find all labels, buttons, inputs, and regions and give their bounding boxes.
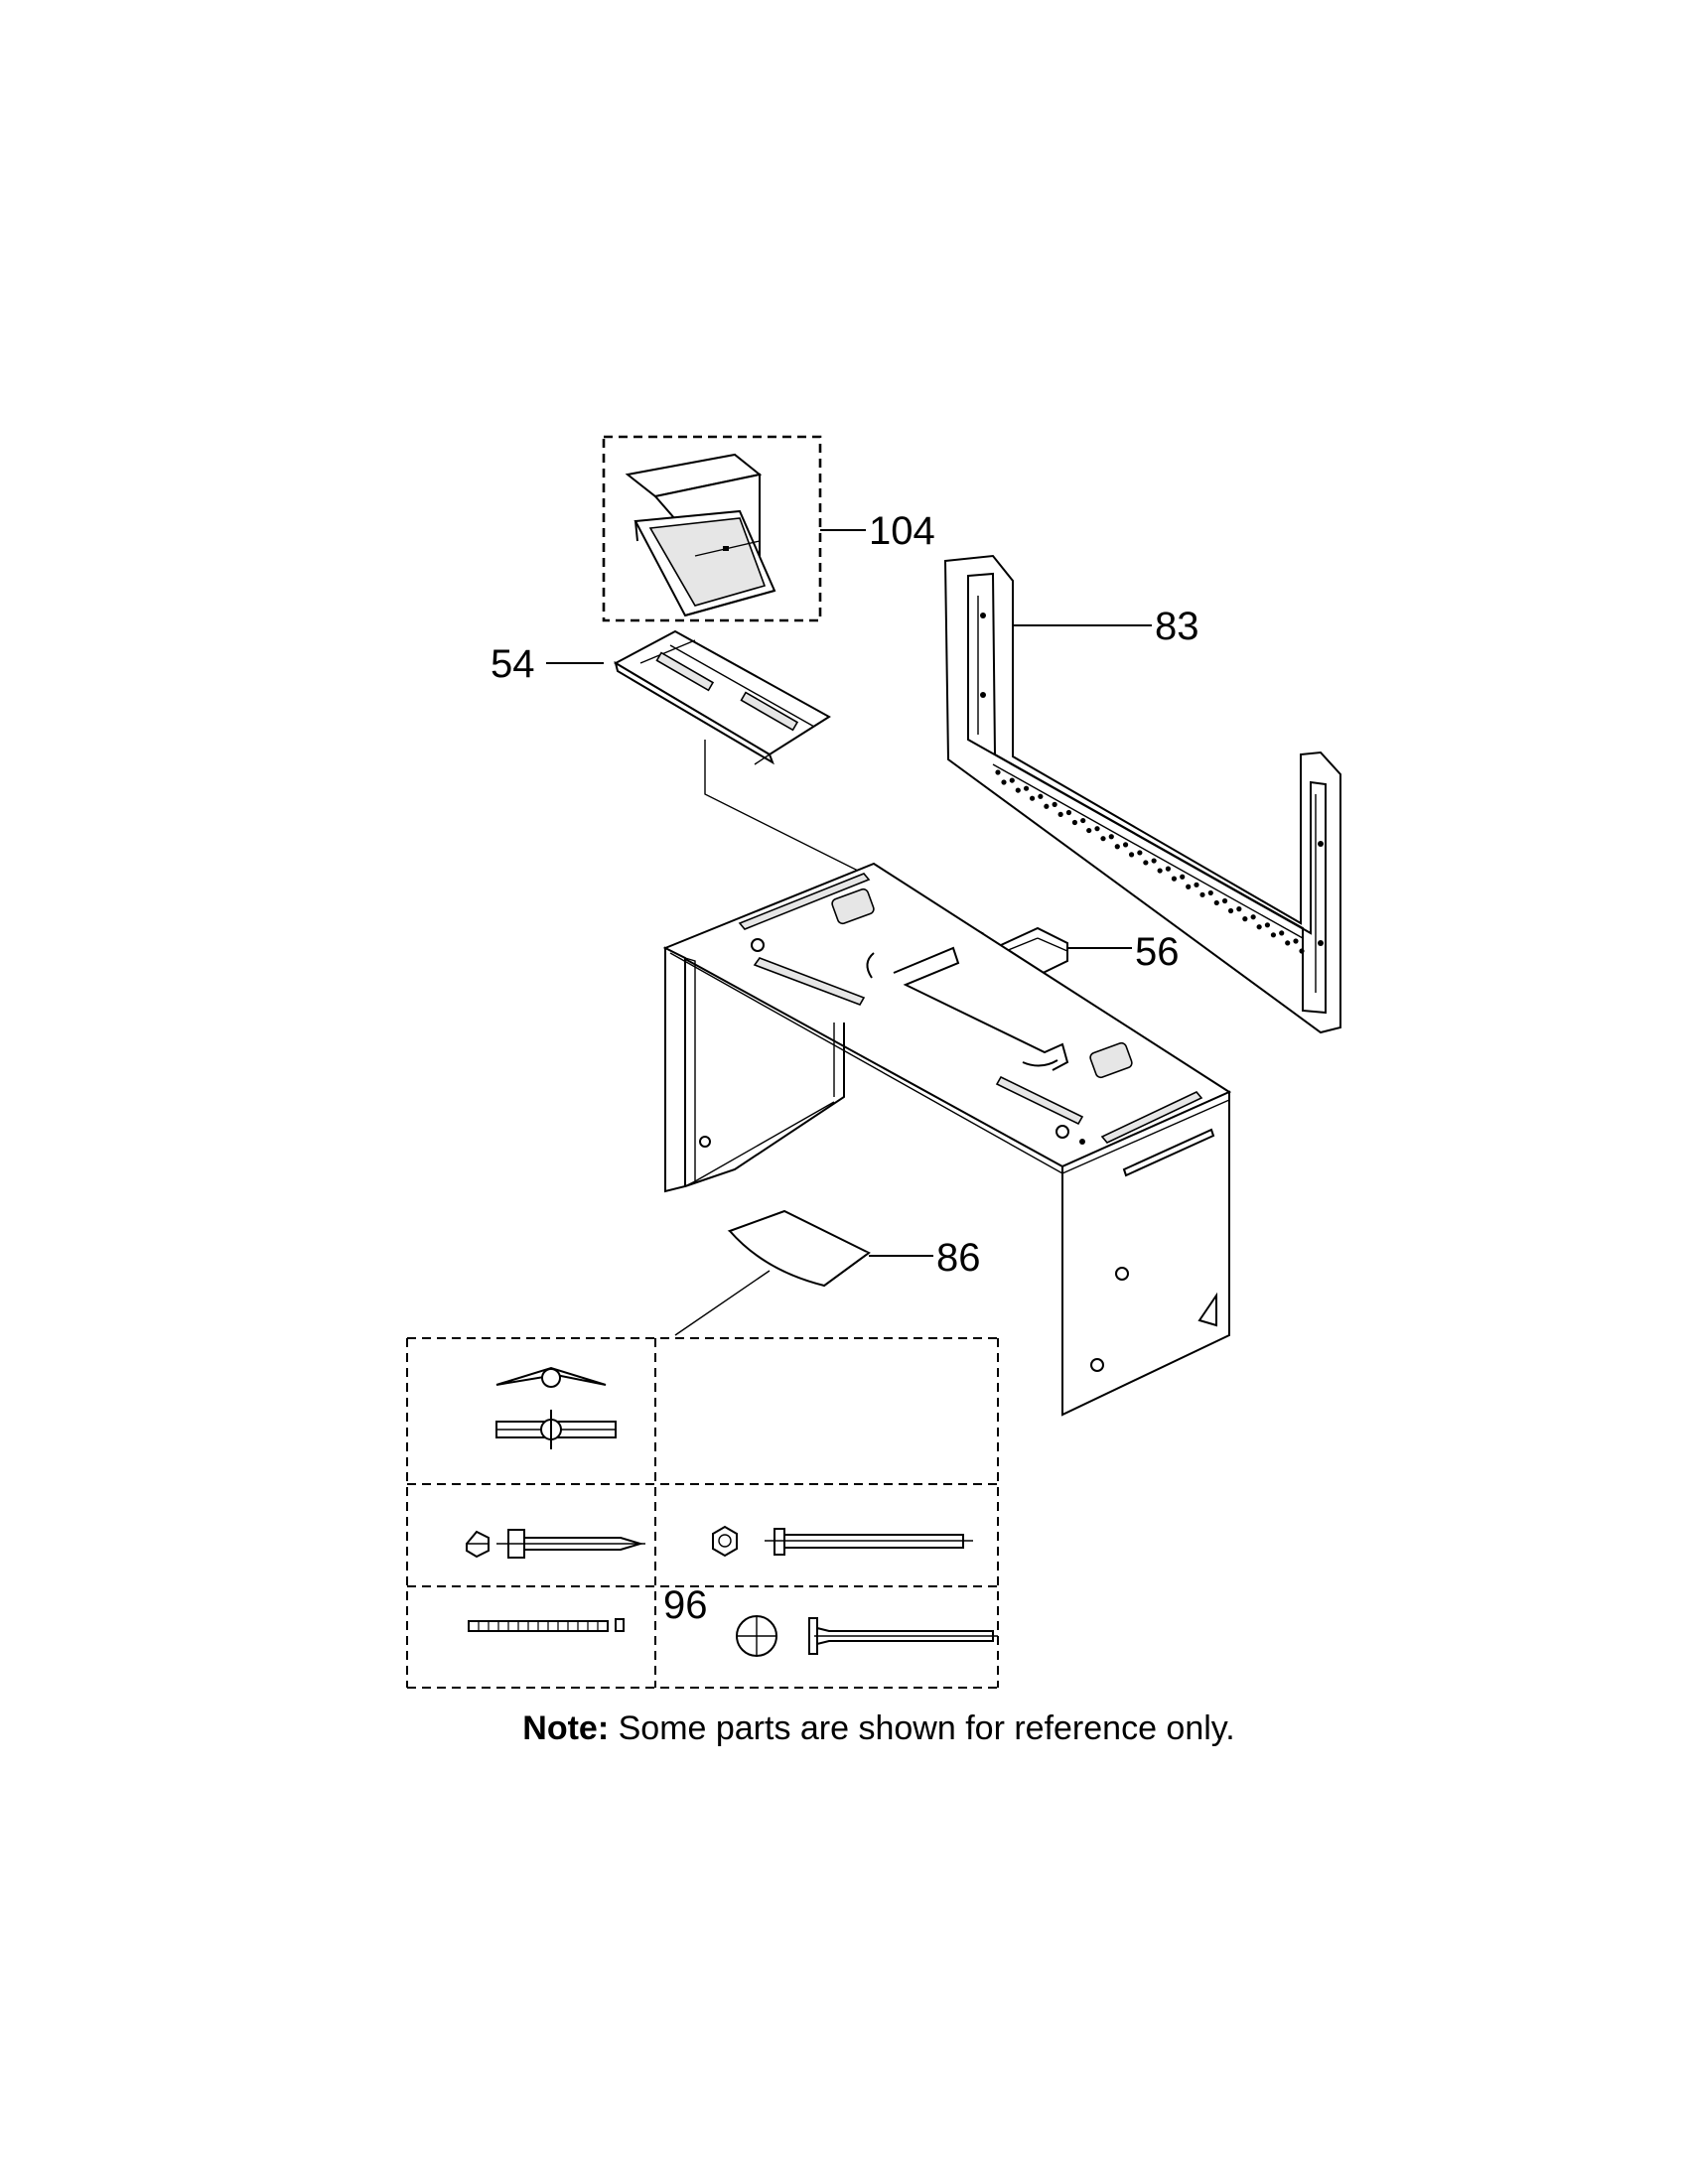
frame-83-holes [995,769,1305,954]
frame-hole [1242,916,1248,922]
frame-hole [1052,801,1057,807]
note-text: Some parts are shown for reference only. [609,1709,1235,1747]
part-83-front-frame [943,554,1341,1034]
part-96-pin [736,1615,998,1657]
frame-hole [1299,948,1305,954]
callout-83: 83 [1155,605,1199,648]
frame-hole [995,769,1001,775]
part-54-bracket [613,629,831,765]
frame-hole [1114,844,1120,850]
frame-hole [1293,938,1299,944]
frame-hole [1044,803,1050,809]
frame-hole [1194,882,1199,887]
frame-hole [1213,899,1219,906]
callout-56: 56 [1135,930,1180,974]
part-86-hardware-bag [727,1209,871,1288]
callout-104: 104 [869,509,935,553]
frame-hole [1080,817,1086,824]
frame-hole [1165,866,1172,872]
hardware-kit-grid [406,1337,1003,1689]
frame-hole [1023,785,1030,791]
callout-96: 96 [663,1583,708,1627]
frame-hole [1186,884,1192,889]
lag-screw [466,1529,645,1559]
frame-hole [1264,922,1271,928]
frame-hole [1108,834,1114,840]
frame-hole [1285,940,1291,946]
hex-bolt [712,1525,973,1558]
frame-hole [1086,827,1092,834]
frame-hole [1256,924,1262,930]
frame-hole [1180,874,1186,880]
frame-hole [1137,850,1143,856]
frame-hole [1227,907,1234,914]
frame-hole [1236,906,1242,912]
cabinet-sleeve [662,862,1232,1417]
frame-hole [1128,852,1135,858]
frame-hole [1071,819,1078,826]
reference-note: Note: Some parts are shown for reference… [0,1709,1688,1748]
frame-hole [1171,876,1178,882]
callout-54: 54 [491,642,535,686]
note-prefix: Note: [522,1709,610,1747]
frame-hole [1065,809,1072,816]
frame-hole [1270,932,1277,938]
toggle-bolt [495,1366,617,1449]
frame-hole [1151,858,1157,864]
frame-hole [1094,826,1100,832]
frame-hole [1015,787,1021,793]
frame-hole [1279,930,1285,936]
frame-hole [1100,836,1106,842]
frame-hole [1221,897,1228,904]
part-104-drain-pan [602,435,822,622]
frame-hole [1199,891,1205,897]
frame-hole [1122,842,1129,848]
frame-hole [1207,889,1213,896]
frame-hole [1038,793,1044,799]
frame-hole [1250,914,1256,920]
frame-hole [1157,868,1163,874]
frame-hole [1057,811,1063,817]
spacer-strip [468,1618,625,1632]
frame-hole [1009,777,1015,783]
callout-86: 86 [936,1236,981,1280]
leader-86-to-kit [674,1270,771,1336]
frame-hole [1001,779,1007,785]
frame-hole [1029,795,1036,801]
frame-hole [1143,860,1149,866]
